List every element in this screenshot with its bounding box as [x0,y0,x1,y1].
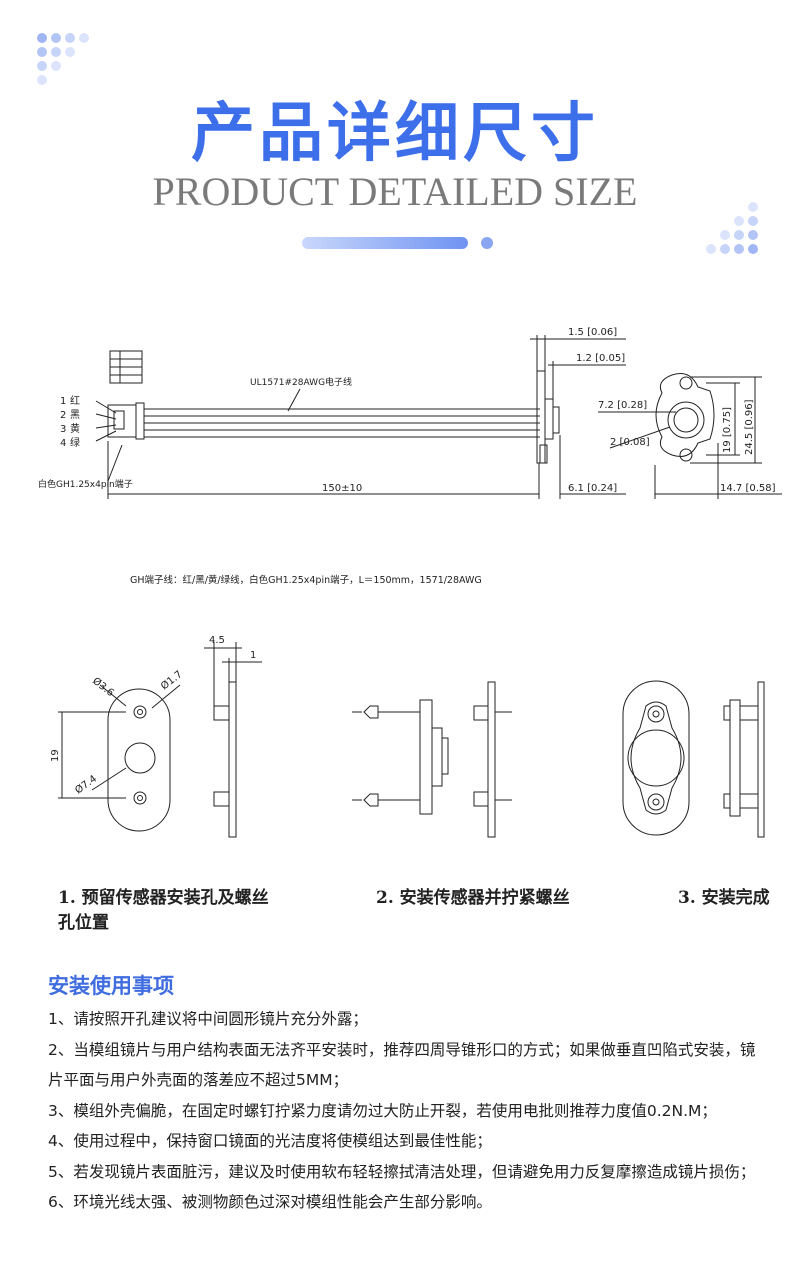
sensor-front-view [655,373,715,457]
step1-caption-line2: 孔位置 [58,913,109,933]
mount-dim-19: 19 [50,749,61,762]
dim-14-7: 14.7 [0.58] [720,483,776,494]
mount-dim-1: 1 [250,650,256,661]
step1-plate-side [228,681,237,838]
mounting-steps-drawing: 4.5 1 Ø3.6 Ø1.7 Ø7.4 19 [50,635,765,838]
decor-dots-top-left [37,33,89,85]
note-item-5: 5、若发现镜片表面脏污，建议及时使用软布轻轻擦拭清洁处理，但请避免用力反复摩擦造… [48,1162,756,1181]
decor-dots-right [706,202,758,254]
step2-caption: 2. 安装传感器并拧紧螺丝 [376,888,570,908]
dim-7-2: 7.2 [0.28] [598,400,647,411]
mount-dim-7-4: Ø7.4 [73,773,99,797]
sensor-side-view [536,370,546,464]
title-underline-dot [481,237,493,249]
dim-19-front: 19 [0.75] [722,407,733,453]
dim-6-1: 6.1 [0.24] [568,483,617,494]
notes-title: 安装使用事项 [48,974,174,998]
dim-2: 2 [0.08] [610,437,650,448]
cable-assembly-drawing: 1 红 2 黑 3 黄 4 绿 白色GH1.25x4pin端子 UL1571#2… [38,327,782,586]
step3-sensor-side [729,699,741,817]
dim-length: 150±10 [322,483,362,494]
step1-cutout-outline [107,688,171,832]
cable-label: UL1571#28AWG电子线 [250,376,352,388]
wire-label-1-num: 1 [60,396,66,407]
step2-plate-side [487,681,496,838]
title-underline-bar [302,237,468,249]
wire-label-4-color: 绿 [70,436,80,449]
wire-label-3-color: 黄 [70,422,80,435]
step3-plate-side [757,681,765,838]
connector-side-view [107,404,137,438]
connector-label: 白色GH1.25x4pin端子 [38,478,133,490]
wire-label-4-num: 4 [60,438,66,449]
page-title: 产品详细尺寸 [191,97,599,171]
note-item-4: 4、使用过程中，保持窗口镜面的光洁度将使模组达到最佳性能； [48,1132,492,1150]
step2-sensor-side [419,699,433,815]
step1-caption-line1: 1. 预留传感器安装孔及螺丝 [58,888,269,908]
wire-label-2-num: 2 [60,410,66,421]
spec-note: GH端子线：红/黑/黄/绿线，白色GH1.25x4pin端子，L＝150mm，1… [130,574,482,586]
note-item-3: 3、模组外壳偏脆，在固定时螺钉拧紧力度请勿过大防止开裂，若使用电批则推荐力度值0… [48,1101,717,1120]
note-item-1: 1、请按照开孔建议将中间圆形镜片充分外露； [48,1010,368,1028]
dim-1-2: 1.2 [0.05] [576,353,625,364]
step3-caption: 3. 安装完成 [678,888,770,908]
dim-1-5: 1.5 [0.06] [568,327,617,338]
note-item-2: 2、当模组镜片与用户结构表面无法齐平安装时，推荐四周导锥形口的方式；如果做垂直凹… [48,1040,756,1090]
page-subtitle: PRODUCT DETAILED SIZE [152,169,638,214]
note-item-6: 6、环境光线太强、被测物颜色过深对模组性能会产生部分影响。 [48,1193,492,1211]
wire-label-1-color: 红 [70,394,80,407]
step3-cutout-outline [622,680,690,836]
wire-label-2-color: 黑 [70,409,80,421]
wire-label-3-num: 3 [60,424,66,435]
dim-24-5: 24.5 [0.96] [744,399,755,455]
notes-list: 1、请按照开孔建议将中间圆形镜片充分外露； 2、当模组镜片与用户结构表面无法齐平… [48,1004,764,1218]
mount-dim-4-5: 4.5 [209,635,225,646]
mount-dim-1-7: Ø1.7 [158,668,184,692]
